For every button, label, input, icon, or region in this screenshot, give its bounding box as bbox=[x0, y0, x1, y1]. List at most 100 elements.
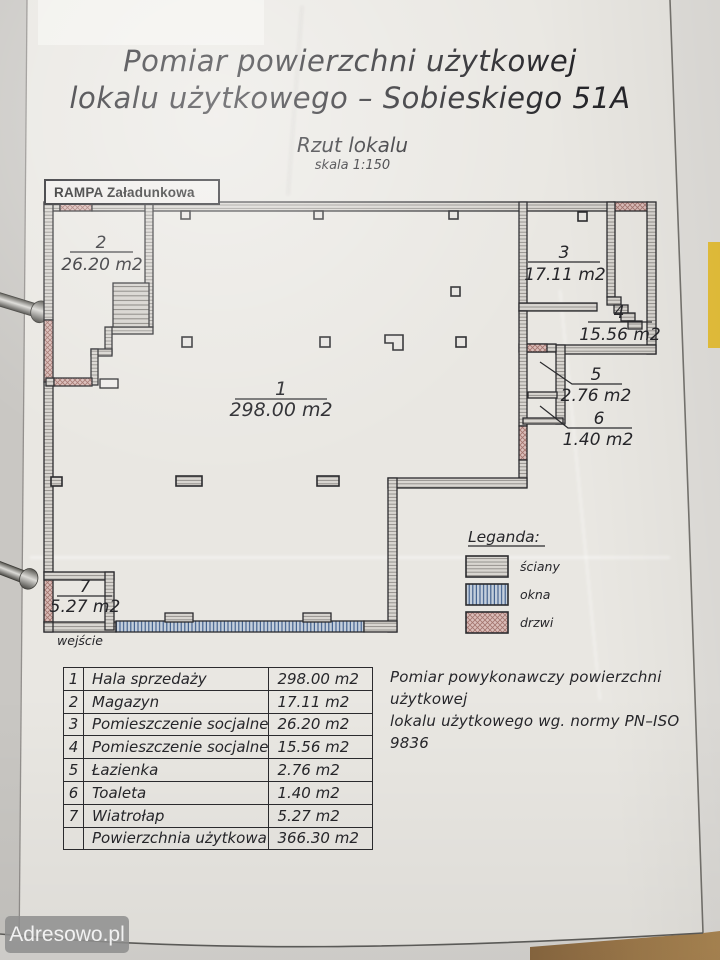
label-lines bbox=[57, 251, 652, 597]
binder-ring-bottom bbox=[0, 554, 39, 590]
legend-label-windows: okna bbox=[520, 587, 550, 602]
page-subtitle: Rzut lokalu bbox=[296, 133, 409, 157]
window-pier-2 bbox=[302, 612, 332, 623]
right-paper-edge bbox=[669, 0, 704, 934]
wall-room2-s6 bbox=[99, 378, 119, 389]
table-row-total: Powierzchnia użytkowa 366.30 m2 bbox=[63, 826, 374, 851]
legend-label-doors: drzwi bbox=[520, 615, 554, 630]
wall-room3-bottom bbox=[518, 302, 598, 312]
wall-rooms56-right bbox=[555, 344, 566, 425]
pillar bbox=[313, 210, 324, 220]
room-area: 17.11 m2 bbox=[268, 689, 374, 714]
door-hall-right bbox=[518, 425, 528, 461]
note-line1: Pomiar powykonawczy powierzchni użytkowe… bbox=[390, 668, 662, 708]
pillars bbox=[50, 210, 588, 487]
row-number: 7 bbox=[63, 803, 84, 828]
page-title-line1: Pomiar powierzchni użytkowej bbox=[123, 44, 577, 78]
pillar bbox=[450, 286, 461, 297]
scale-label: skala 1:150 bbox=[314, 158, 391, 173]
wall-hall-right-mid bbox=[518, 310, 528, 427]
table-row: 4 Pomieszczenie socjalne 15.56 m2 bbox=[63, 735, 374, 760]
room3-area: 17.11 m2 bbox=[524, 265, 605, 285]
room-name: Powierzchnia użytkowa bbox=[82, 826, 270, 851]
legend-title: Leganda: bbox=[468, 528, 540, 546]
room-area: 1.40 m2 bbox=[268, 780, 374, 805]
room-labels: 1 298.00 m2 2 26.20 m2 3 17.11 m2 4 15.5… bbox=[50, 233, 661, 648]
room6-number: 6 bbox=[594, 409, 605, 429]
room-name: Toaleta bbox=[82, 780, 270, 805]
room-name: Pomieszczenie socjalne bbox=[82, 735, 270, 760]
page-title-line2: lokalu użytkowego – Sobieskiego 51A bbox=[69, 81, 631, 115]
table-row: 5 Łazienka 2.76 m2 bbox=[63, 758, 374, 782]
room4-number: 4 bbox=[614, 303, 625, 323]
wall-rooms56-divider bbox=[527, 391, 558, 399]
pillar bbox=[577, 211, 588, 222]
wall-bottom-right bbox=[363, 620, 398, 633]
paper-creases bbox=[30, 5, 670, 701]
table-row: 6 Toaleta 1.40 m2 bbox=[63, 780, 374, 805]
room-name: Hala sprzedaży bbox=[82, 667, 270, 691]
pillar bbox=[180, 210, 191, 220]
table-row: 2 Magazyn 17.11 m2 bbox=[63, 689, 374, 714]
wooden-desk bbox=[530, 931, 720, 960]
room-name: Magazyn bbox=[82, 689, 270, 714]
left-margin-shadow bbox=[0, 0, 27, 960]
room-area: 2.76 m2 bbox=[268, 758, 374, 782]
stairs-room2 bbox=[112, 282, 150, 330]
room7-area: 5.27 m2 bbox=[50, 597, 121, 617]
under-sheet-right bbox=[670, 0, 720, 933]
step-4 bbox=[627, 320, 643, 330]
entrance-label: wejście bbox=[57, 633, 103, 648]
legend-label-walls: ściany bbox=[520, 559, 560, 574]
wall-left-c bbox=[43, 621, 54, 633]
room3-number: 3 bbox=[559, 243, 570, 263]
left-paper-edge bbox=[18, 0, 28, 960]
wall-room2-s4 bbox=[90, 348, 99, 386]
room5-number: 5 bbox=[591, 365, 602, 385]
watermark-badge: Adresowo.pl bbox=[5, 916, 129, 953]
door-room2 bbox=[53, 377, 93, 387]
pillar-l-shaped bbox=[384, 334, 404, 351]
door-top-right bbox=[613, 201, 649, 212]
measurement-note: Pomiar powykonawczy powierzchni użytkowe… bbox=[390, 666, 695, 754]
pillar-wide-2 bbox=[316, 475, 340, 487]
legend-swatch-doors bbox=[465, 611, 509, 634]
pillar-wide-1 bbox=[175, 475, 203, 487]
room1-number: 1 bbox=[275, 378, 287, 400]
ramp-label-box: RAMPA Załadunkowa bbox=[44, 179, 220, 205]
room-area: 366.30 m2 bbox=[268, 826, 374, 851]
room-name: Łazienka bbox=[82, 758, 270, 782]
row-number: 5 bbox=[63, 758, 84, 782]
row-number: 3 bbox=[63, 712, 84, 737]
wall-room4-bottom bbox=[555, 344, 657, 355]
row-number: 1 bbox=[63, 667, 84, 691]
pillar-wall-stub bbox=[50, 476, 63, 487]
row-number: 4 bbox=[63, 735, 84, 760]
wall-left-a bbox=[43, 201, 54, 321]
wall-step-vertical bbox=[387, 477, 398, 633]
wall-room3-left bbox=[518, 201, 528, 312]
legend: Leganda: ściany okna drzwi bbox=[465, 528, 560, 634]
yellow-tab bbox=[708, 242, 720, 348]
window-pier-1 bbox=[164, 612, 194, 623]
room1-area: 298.00 m2 bbox=[229, 399, 332, 421]
row-number: 6 bbox=[63, 780, 84, 805]
legend-swatch-windows bbox=[465, 583, 509, 606]
room-area: 298.00 m2 bbox=[268, 667, 374, 691]
area-table: 1 Hala sprzedaży 298.00 m2 2 Magazyn 17.… bbox=[63, 667, 374, 851]
room6-area: 1.40 m2 bbox=[563, 430, 634, 450]
window-shopfront bbox=[115, 620, 365, 633]
wall-room2-s5 bbox=[45, 377, 55, 387]
room-area: 15.56 m2 bbox=[268, 735, 374, 760]
ramp-label: RAMPA Załadunkowa bbox=[54, 184, 195, 200]
watermark-text: Adresowo.pl bbox=[9, 922, 125, 946]
room-name: Wiatrołap bbox=[82, 803, 270, 828]
room2-number: 2 bbox=[96, 233, 107, 253]
room5-area: 2.76 m2 bbox=[561, 386, 632, 406]
room7-number: 7 bbox=[80, 577, 91, 597]
room-area: 5.27 m2 bbox=[268, 803, 374, 828]
wall-room2-s1 bbox=[110, 326, 154, 335]
room-name: Pomieszczenie socjalne bbox=[82, 712, 270, 737]
